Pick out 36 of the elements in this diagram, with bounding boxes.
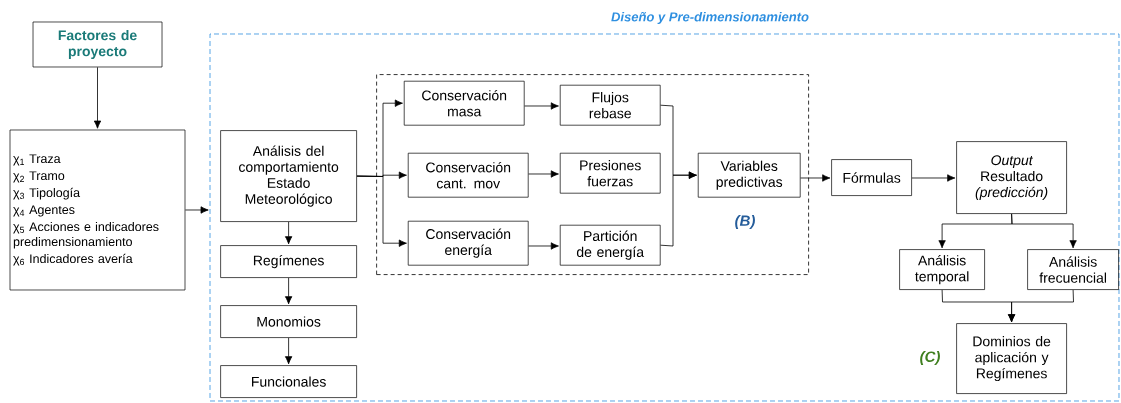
- process-box: Presiones fuerzas: [559, 152, 661, 194]
- arrow: [941, 289, 1074, 323]
- process-box: Análisis frecuencial: [1027, 249, 1119, 290]
- arrow: [285, 337, 293, 365]
- arrow: [524, 102, 559, 110]
- process-box: Flujos rebase: [559, 84, 661, 126]
- arrow: [911, 174, 956, 182]
- arrow: [184, 206, 209, 214]
- process-box: Output Resultado (predicción): [956, 141, 1067, 214]
- process-box: Partición de energía: [559, 224, 661, 266]
- title-box: Factores de proyecto: [32, 21, 163, 68]
- process-box: Conservación cant. mov: [407, 152, 529, 198]
- dashed-region: [209, 33, 1120, 402]
- process-box: Análisis del comportamiento Estado Meteorológico: [220, 130, 357, 222]
- process-box: Análisis temporal: [899, 249, 985, 290]
- arrow: [528, 170, 559, 178]
- arrow: [285, 277, 293, 305]
- process-box: Dominios de aplicación y Regímenes: [956, 323, 1067, 394]
- arrow: [1011, 213, 1077, 249]
- arrow: [660, 104, 697, 247]
- arrow: [528, 242, 559, 250]
- process-box: Regímenes: [220, 245, 357, 278]
- process-box: Conservación energía: [407, 220, 529, 266]
- arrow: [93, 66, 102, 129]
- region-title: Diseño y Pre-dimensionamiento: [611, 11, 809, 25]
- arrow: [800, 174, 831, 182]
- group-label: (C): [920, 351, 940, 365]
- process-box: Monomios: [220, 305, 357, 338]
- process-box: Variables predictivas: [697, 152, 801, 198]
- group-label: (B): [735, 215, 755, 229]
- process-box: Fórmulas: [831, 159, 912, 196]
- factor-list-box: χ$_{1}$ Traza χ$_{2}$ Tramo χ$_{3}$ Tipología χ$_{4}$ Agentes χ$_{5}$ Acciones e indicadores predimensionamiento χ$_{6}$ Indicadores avería: [9, 129, 186, 291]
- arrow: [285, 221, 293, 245]
- process-box: Conservación masa: [403, 80, 525, 126]
- process-box: Funcionales: [220, 365, 357, 398]
- arrow: [356, 175, 407, 247]
